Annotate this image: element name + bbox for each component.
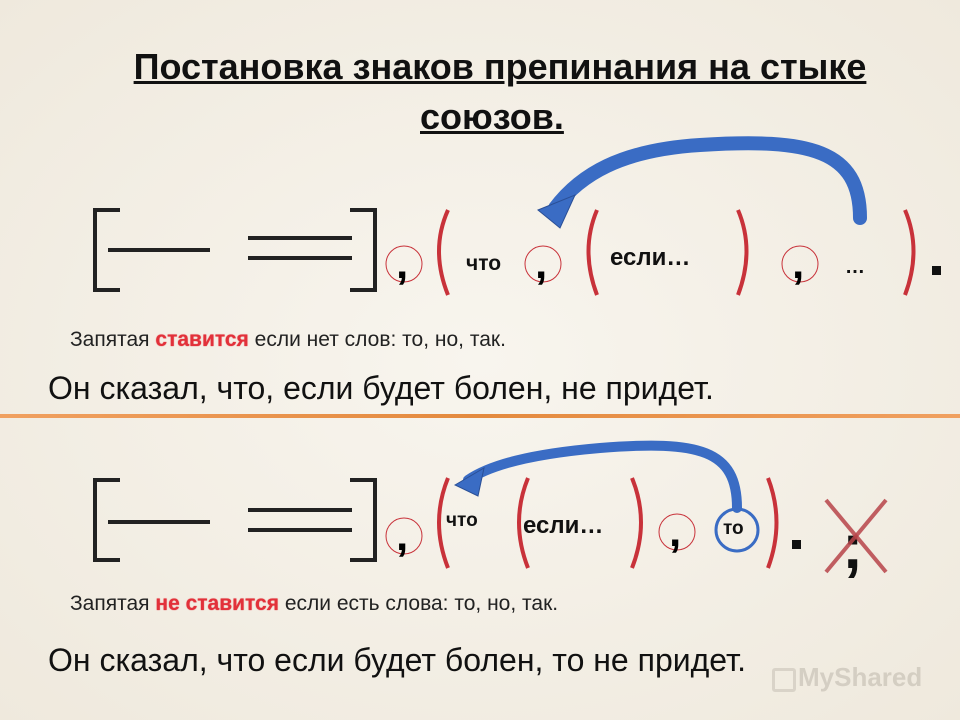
rule1-suffix: если нет слов: то, но, так. <box>254 328 506 351</box>
scheme2-arrow <box>463 440 742 513</box>
scheme1-comma-1: , <box>396 239 408 288</box>
rule2-suffix: если есть слова: то, но, так. <box>284 592 559 615</box>
scheme1-bracket-close-2 <box>736 209 749 296</box>
scheme1-period <box>932 266 941 275</box>
rule2-highlight: не ставится <box>155 592 279 615</box>
scheme1-arrow <box>548 136 867 225</box>
scheme2-bracket-close-1 <box>766 477 779 569</box>
crossed-semicolon-icon: ; <box>824 498 888 582</box>
slide-title-line1: Постановка знаков препинания на стыке <box>133 46 867 87</box>
watermark-icon <box>772 668 796 692</box>
scheme1-word-esli: если… <box>610 244 691 271</box>
scheme2-comma-circle-2 <box>658 513 696 551</box>
slide-title-line2: союзов. <box>420 96 564 137</box>
scheme1-comma-circle-2 <box>524 245 562 283</box>
section-divider <box>0 414 960 418</box>
scheme2-bracket-close-2 <box>630 477 643 569</box>
rule2: Запятая не ставится если есть слова: то,… <box>70 592 558 616</box>
scheme2-word-esli: если… <box>523 512 604 539</box>
scheme2-comma-2: , <box>669 507 681 556</box>
scheme1-word-ellipsis: … <box>845 256 865 278</box>
scheme1-bracket-close-1 <box>903 209 916 296</box>
scheme1-main-clause <box>93 208 377 292</box>
rule2-prefix: Запятая <box>70 592 150 615</box>
rule1-highlight: ставится <box>155 328 249 351</box>
example1-sentence: Он сказал, что, если будет болен, не при… <box>48 370 714 406</box>
scheme1-word-chto: что <box>466 252 502 275</box>
scheme2-word-chto: что <box>446 510 478 531</box>
scheme1-comma-circle-1 <box>385 245 423 283</box>
scheme2-period <box>792 540 801 549</box>
scheme2-bracket-open-2 <box>517 477 530 569</box>
scheme1-bracket-open-1 <box>437 209 450 296</box>
watermark: MyShared <box>798 662 923 692</box>
scheme2-word-to: то <box>723 518 744 539</box>
scheme2-main-clause <box>93 478 377 562</box>
scheme1-comma-3: , <box>792 239 804 288</box>
scheme2-comma-1: , <box>396 511 408 560</box>
rule1: Запятая ставится если нет слов: то, но, … <box>70 328 506 352</box>
example2-sentence: Он сказал, что если будет болен, то не п… <box>48 642 747 678</box>
scheme1-bracket-open-2 <box>586 209 599 296</box>
scheme1-comma-2: , <box>535 239 547 288</box>
scheme1-comma-circle-3 <box>781 245 819 283</box>
scheme2-bracket-open-1 <box>437 477 450 569</box>
scheme2-comma-circle-1 <box>385 517 423 555</box>
rule1-prefix: Запятая <box>70 328 150 351</box>
